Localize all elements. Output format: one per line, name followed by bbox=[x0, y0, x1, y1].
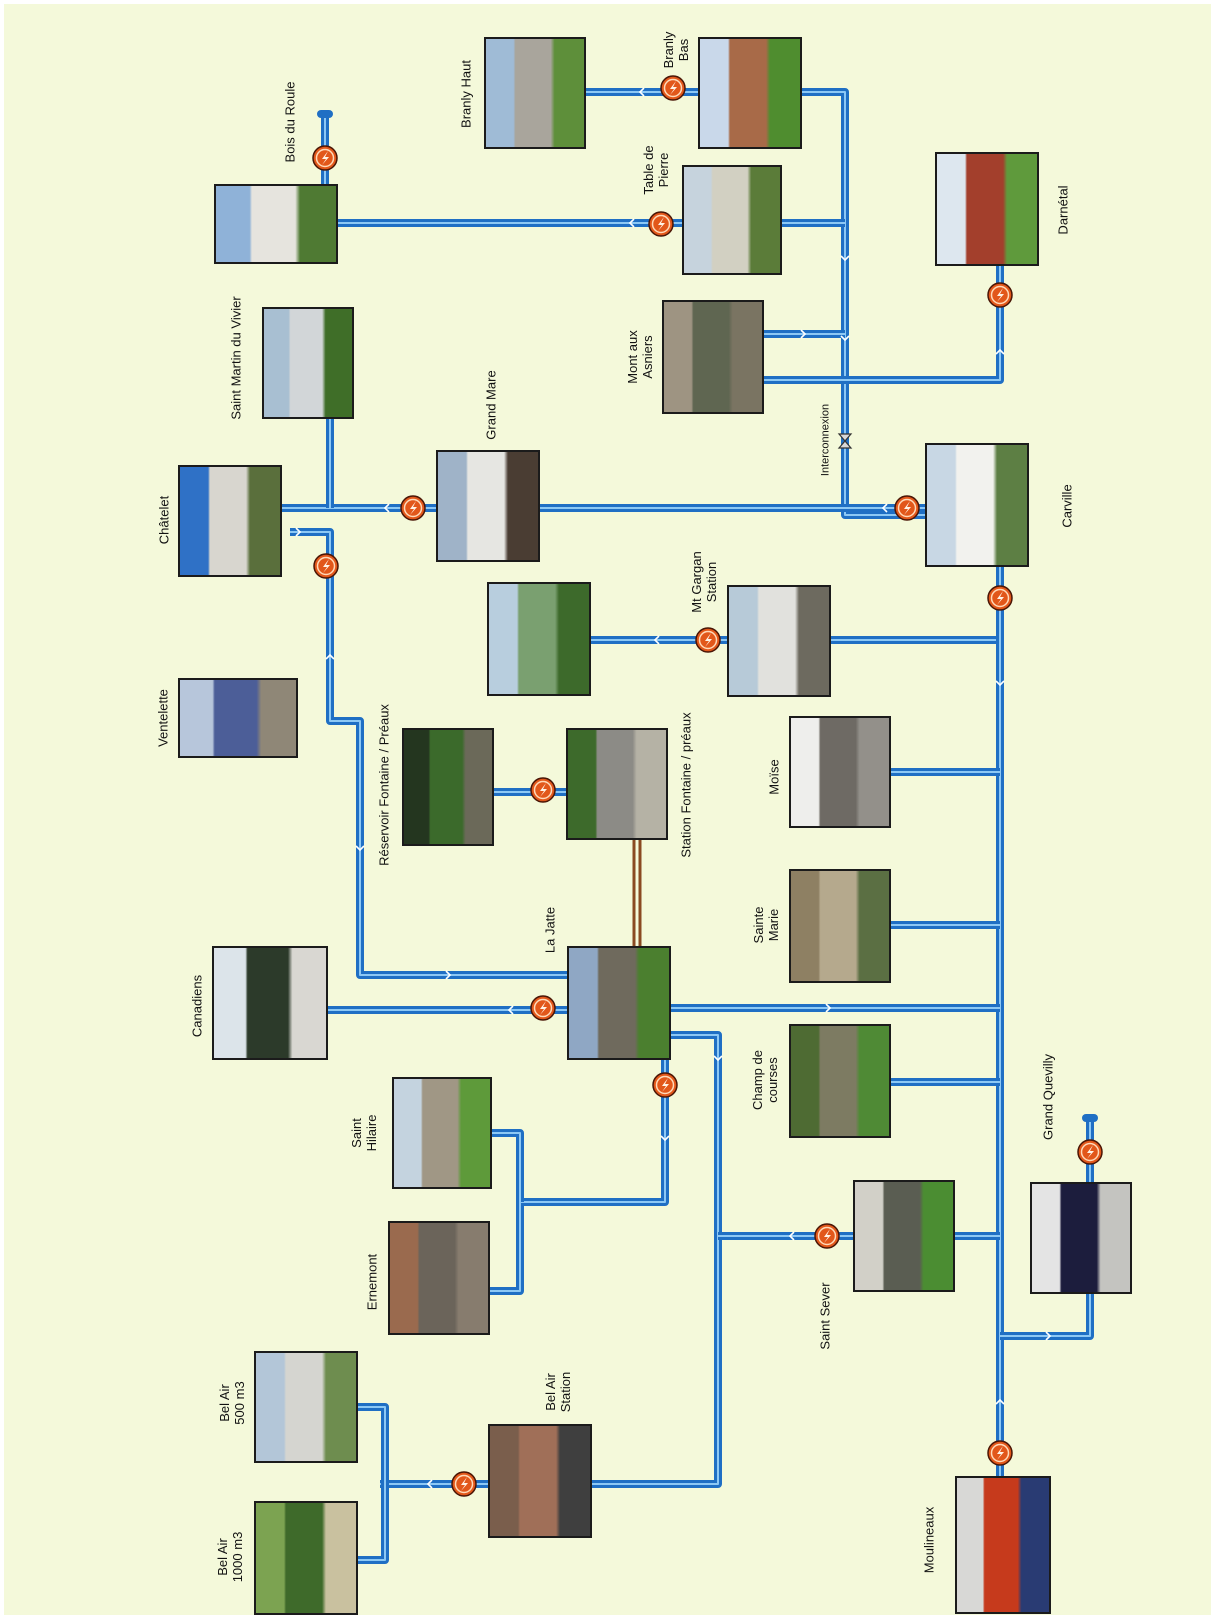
pump-icon-8 bbox=[695, 627, 721, 653]
interconnexion-label: Interconnexion bbox=[819, 403, 832, 477]
pump-icon-11 bbox=[652, 1072, 678, 1098]
flow-arrow-icon-2 bbox=[840, 335, 850, 342]
flow-arrow-icon-10 bbox=[507, 1005, 514, 1015]
photo-branly-haut bbox=[484, 37, 586, 149]
pipe-highlight-29 bbox=[358, 1406, 386, 1561]
flow-arrow-icon-4 bbox=[800, 329, 807, 339]
photo-station-fontaine-preaux bbox=[566, 728, 668, 840]
flow-arrow-icon-7 bbox=[325, 653, 335, 660]
photo-table-de-pierre bbox=[682, 165, 782, 275]
pipe-highlight-6 bbox=[764, 320, 1001, 381]
photo-saint-hilaire bbox=[392, 1077, 492, 1189]
flow-arrow-icon-8 bbox=[355, 845, 365, 852]
photo-bel-air-station bbox=[488, 1424, 592, 1538]
flow-arrow-icon-13 bbox=[995, 680, 1005, 687]
flow-arrow-icon-19 bbox=[295, 527, 302, 537]
photo-mt-gargan-station bbox=[727, 585, 831, 697]
flow-arrow-icon-15 bbox=[788, 1231, 795, 1241]
pump-icon-1 bbox=[660, 75, 686, 101]
photo-mont-aux-asniers bbox=[662, 300, 764, 414]
flow-arrow-icon-3 bbox=[995, 348, 1005, 355]
photo-moise bbox=[789, 716, 891, 828]
photo-moulineaux bbox=[955, 1476, 1051, 1614]
pump-icon-2 bbox=[648, 211, 674, 237]
flow-arrow-icon-21 bbox=[840, 255, 850, 262]
photo-mt-gargan-reservoir bbox=[487, 582, 591, 696]
pump-icon-14 bbox=[451, 1471, 477, 1497]
fontaine-conduit bbox=[632, 840, 642, 946]
pump-icon-0 bbox=[312, 145, 338, 171]
photo-carville bbox=[925, 443, 1029, 567]
pump-icon-13 bbox=[814, 1223, 840, 1249]
photo-ernemont bbox=[388, 1221, 490, 1335]
pump-icon-5 bbox=[894, 495, 920, 521]
pump-icon-9 bbox=[530, 777, 556, 803]
pump-icon-15 bbox=[987, 1440, 1013, 1466]
flow-arrow-icon-16 bbox=[995, 1398, 1005, 1405]
photo-darnetal bbox=[935, 152, 1039, 266]
photo-la-jatte bbox=[567, 946, 671, 1060]
pump-icon-3 bbox=[987, 282, 1013, 308]
pipe-highlight-21 bbox=[1000, 1294, 1091, 1337]
flow-arrow-icon-1 bbox=[628, 218, 635, 228]
flow-arrow-icon-12 bbox=[653, 635, 660, 645]
photo-grand-mare bbox=[436, 450, 540, 562]
pump-icon-10 bbox=[530, 995, 556, 1021]
photo-grand-quevilly bbox=[1030, 1182, 1132, 1294]
pump-icon-6 bbox=[313, 553, 339, 579]
flow-arrow-icon-9 bbox=[445, 970, 452, 980]
photo-reservoir-fontaine-preaux bbox=[402, 728, 494, 846]
flow-arrow-icon-0 bbox=[638, 87, 645, 97]
photo-sainte-marie bbox=[789, 869, 891, 983]
flow-arrow-icon-14 bbox=[660, 1135, 670, 1142]
flow-arrow-icon-6 bbox=[881, 503, 888, 513]
photo-bois-du-roule bbox=[214, 184, 338, 264]
flow-arrow-icon-18 bbox=[426, 1479, 433, 1489]
flow-arrow-icon-11 bbox=[825, 1003, 832, 1013]
pump-icon-4 bbox=[400, 495, 426, 521]
pump-icon-7 bbox=[987, 585, 1013, 611]
photo-chatelet bbox=[178, 465, 282, 577]
pipe-highlight-25 bbox=[492, 1132, 521, 1202]
photo-branly-bas bbox=[698, 37, 802, 149]
flow-arrow-icon-17 bbox=[1045, 1331, 1052, 1341]
flow-arrow-icon-20 bbox=[713, 1055, 723, 1062]
photo-bel-air-500 bbox=[254, 1351, 358, 1463]
valve-icon bbox=[837, 433, 853, 449]
pipe-highlight-11 bbox=[290, 531, 567, 976]
photo-bel-air-1000 bbox=[254, 1501, 358, 1615]
flow-arrow-icon-5 bbox=[383, 503, 390, 513]
pump-icon-12 bbox=[1077, 1139, 1103, 1165]
photo-champ-de-courses bbox=[789, 1024, 891, 1138]
photo-saint-martin-du-vivier bbox=[262, 307, 354, 419]
photo-saint-sever bbox=[853, 1180, 955, 1292]
photo-ventelette bbox=[178, 678, 298, 758]
photo-canadiens bbox=[212, 946, 328, 1060]
pipe-highlight-26 bbox=[592, 1034, 719, 1485]
pipe-highlight-3 bbox=[802, 91, 940, 516]
